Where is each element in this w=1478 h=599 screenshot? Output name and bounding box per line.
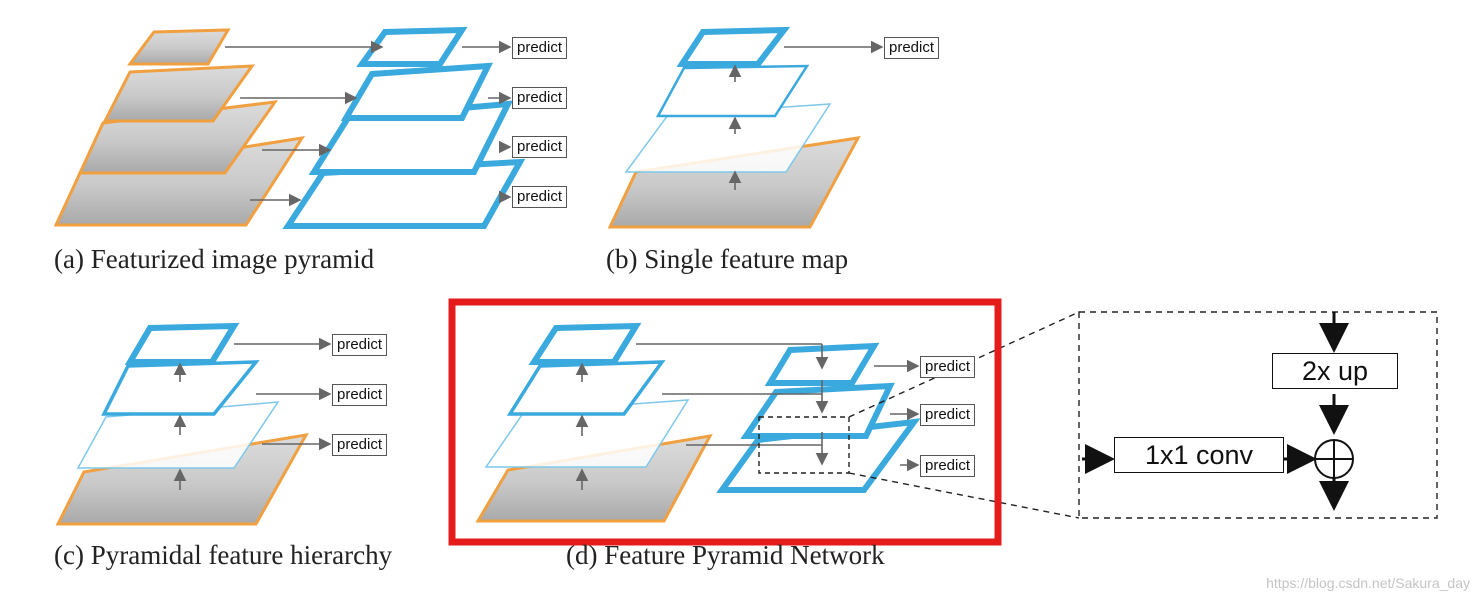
feature-map-level-2 [655,64,810,118]
panel-b [607,26,884,229]
predict-box-a1: predict [512,37,568,59]
predict-box-c2: predict [332,384,388,406]
predict-box-a4: predict [512,186,568,208]
feature-map-level-2 [340,62,494,121]
upsample-box: 2x up [1272,353,1398,389]
predict-box-a3: predict [512,136,568,158]
caption-c: (c) Pyramidal feature hierarchy [54,540,393,570]
predict-box-d2: predict [920,404,976,426]
predict-box-d3: predict [920,455,976,477]
highlight-frame [448,298,1002,546]
bottom-up-level-2 [506,360,666,416]
zoom-selection [758,416,850,474]
predict-box-b1: predict [884,37,940,59]
zoom-detail [1078,311,1438,519]
panel-a [53,26,526,229]
feature-map-level-1 [356,26,468,67]
bottom-up-level-1 [528,322,642,365]
zoom-detail-frame [1078,311,1438,519]
predict-box-d1: predict [920,356,976,378]
caption-a: (a) Featurized image pyramid [54,244,375,274]
image-level-2 [102,64,256,123]
feature-map-level-1 [124,322,240,365]
predict-box-c3: predict [332,434,388,456]
panel-d [448,298,1080,546]
panel-c [55,322,332,526]
image-level-1 [127,28,231,66]
caption-d: (d) Feature Pyramid Network [566,540,885,570]
lateral-conv-box: 1x1 conv [1114,437,1284,473]
watermark: https://blog.csdn.net/Sakura_day [1266,575,1470,591]
caption-b: (b) Single feature map [606,244,849,274]
predict-box-c1: predict [332,334,388,356]
feature-map-level-1 [676,26,791,67]
predict-box-a2: predict [512,87,568,109]
